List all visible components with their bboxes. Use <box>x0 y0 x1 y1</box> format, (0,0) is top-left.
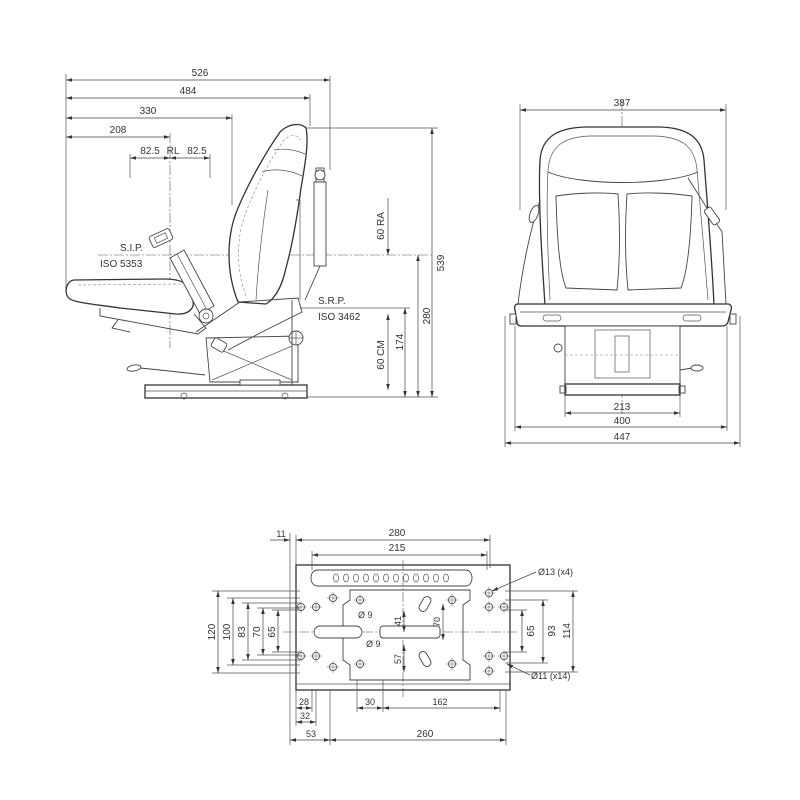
mounting-hole <box>326 660 340 674</box>
mounting-hole <box>353 657 367 671</box>
sip-label: S.I.P. <box>120 243 143 254</box>
dim-label: 11 <box>276 529 285 539</box>
srp-standard: ISO 3462 <box>318 312 361 323</box>
hole-strip <box>310 569 473 587</box>
seat-cushion-front <box>513 303 733 327</box>
dim-label: 447 <box>614 432 631 443</box>
dim-label: 82.5 <box>140 146 160 157</box>
backrest <box>228 123 308 305</box>
dim-label: 208 <box>110 125 127 136</box>
mounting-hole <box>445 657 459 671</box>
base-plate-view: 11 280 215 120 100 83 70 65 Ø 9 Ø 9 41 7… <box>207 528 578 745</box>
slide-handle <box>139 367 206 376</box>
dim-label: 280 <box>389 528 406 539</box>
dim-label: 539 <box>436 254 447 271</box>
dimension-lines <box>66 78 434 397</box>
side-view-labels: 526 484 330 208 82.5 RL 82.5 S.I.P. ISO … <box>100 68 447 370</box>
dim-label: 330 <box>140 106 157 117</box>
dim-label: 484 <box>180 86 197 97</box>
seat-cushion <box>65 278 194 315</box>
mounting-hole <box>482 664 496 678</box>
sip-standard: ISO 5353 <box>100 259 143 270</box>
dimension-lines <box>505 108 740 445</box>
backrest-seam <box>547 171 699 183</box>
dim-label: 70 <box>432 617 442 627</box>
dim-label: 526 <box>192 68 209 79</box>
seat-front-drawing <box>509 126 737 396</box>
mounting-hole <box>326 591 340 605</box>
backrest-panel-right <box>625 192 693 291</box>
hole-label: Ø 9 <box>358 610 373 620</box>
scissor-arms <box>211 345 293 381</box>
mounting-hole <box>482 600 496 614</box>
mounting-hole <box>482 586 496 600</box>
dim-label: 53 <box>306 729 316 739</box>
cm-label: 60 CM <box>376 340 387 369</box>
slot-center <box>379 625 441 639</box>
slot-angled-top <box>418 596 432 612</box>
dim-label: 32 <box>300 711 310 721</box>
dim-label: 162 <box>432 697 447 707</box>
dim-label: 280 <box>422 307 433 324</box>
mounting-hole <box>309 649 323 663</box>
dim-label: 57 <box>393 654 403 664</box>
rl-label: RL <box>167 146 180 157</box>
dim-label: 215 <box>389 543 406 554</box>
srp-label: S.R.P. <box>318 296 346 307</box>
dim-label: 82.5 <box>187 146 207 157</box>
dim-label: 70 <box>252 626 263 638</box>
mounting-hole <box>445 593 459 607</box>
dimension-lines <box>216 538 575 742</box>
strip-holes <box>333 573 449 583</box>
dim-label: 174 <box>395 333 406 350</box>
seatbelt-right <box>687 177 727 305</box>
seat-pan <box>99 308 207 335</box>
base-plate-labels: 11 280 215 120 100 83 70 65 Ø 9 Ø 9 41 7… <box>207 528 573 740</box>
leader-d13 <box>491 571 537 592</box>
dim-label: 387 <box>614 98 631 109</box>
hole-label: Ø13 (x4) <box>538 567 573 577</box>
base-rail <box>144 384 308 399</box>
dim-label: 114 <box>562 623 573 639</box>
slot-left <box>313 625 363 639</box>
dim-label: 65 <box>267 626 278 638</box>
mounting-hole <box>482 649 496 663</box>
seat-side-drawing <box>65 123 327 400</box>
front-view: 387 213 400 447 <box>504 98 741 447</box>
base-plate-front <box>564 383 681 396</box>
leader-d11 <box>506 663 531 676</box>
mounting-hole <box>309 600 323 614</box>
dim-label: 120 <box>207 623 218 640</box>
gas-strut <box>313 181 327 267</box>
dim-label: 30 <box>365 697 375 707</box>
inner-plate <box>342 589 471 681</box>
front-view-labels: 387 213 400 447 <box>614 98 631 443</box>
mounting-hole <box>353 593 367 607</box>
seat-frame <box>195 297 303 351</box>
mounting-hole <box>497 600 511 614</box>
dim-label: 28 <box>299 697 309 707</box>
backrest-front <box>538 126 715 306</box>
adjust-lever <box>111 319 131 333</box>
suspension-housing <box>205 335 299 383</box>
plate-outline <box>295 564 511 691</box>
hole-label: Ø11 (x14) <box>531 671 570 681</box>
extension-lines <box>504 104 741 447</box>
recline-knob <box>198 308 214 324</box>
seatbelt-buckle <box>148 228 174 248</box>
dim-label: 83 <box>237 626 248 638</box>
ra-label: 60 RA <box>376 212 387 240</box>
dim-label: 41 <box>393 616 403 626</box>
backrest-panel-left <box>555 192 620 291</box>
dim-label: 65 <box>526 625 537 637</box>
dim-label: 93 <box>547 625 558 637</box>
dim-label: 400 <box>614 416 631 427</box>
hole-label: Ø 9 <box>366 639 381 649</box>
dim-label: 213 <box>614 402 631 413</box>
side-view: 526 484 330 208 82.5 RL 82.5 S.I.P. ISO … <box>65 68 447 400</box>
dim-label: 260 <box>417 729 434 740</box>
dim-label: 100 <box>222 623 233 640</box>
slot-angled-bottom <box>418 651 432 667</box>
